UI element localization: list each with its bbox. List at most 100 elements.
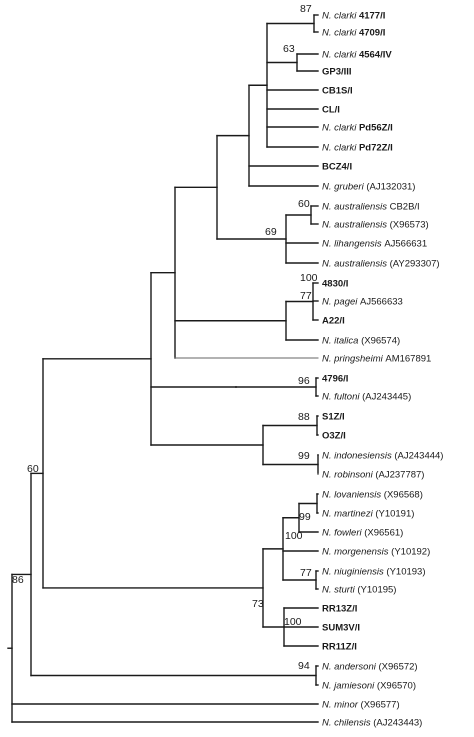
taxon-label-t4: GP3/III <box>322 67 352 78</box>
taxon-label-t36: N. jamiesoni (X96570) <box>322 681 416 692</box>
taxon-label-t37: N. minor (X96577) <box>322 700 400 711</box>
taxon-label-t12: N. australiensis (X96573) <box>322 220 429 231</box>
species-name: N. pagei <box>322 297 360 308</box>
taxon-label-t26: N. lovaniensis (X96568) <box>322 490 423 501</box>
taxon-label-t1: N. clarki 4177/I <box>322 11 385 22</box>
strain-or-accession: GP3/III <box>322 67 352 78</box>
strain-or-accession: (Y10191) <box>375 509 414 520</box>
strain-or-accession: (X96570) <box>377 681 416 692</box>
taxon-label-t30: N. niuginiensis (Y10193) <box>322 567 426 578</box>
bootstrap-value: 60 <box>27 463 39 475</box>
bootstrap-value: 77 <box>300 290 312 302</box>
taxon-label-t38: N. chilensis (AJ243443) <box>322 718 422 729</box>
strain-or-accession: AM167891 <box>385 354 431 365</box>
bootstrap-value: 99 <box>299 511 311 523</box>
taxon-label-t24: N. indonesiensis (AJ243444) <box>322 451 443 462</box>
strain-or-accession: Pd72Z/I <box>359 143 393 154</box>
species-name: N. morgenensis <box>322 547 391 558</box>
taxon-label-t6: CL/I <box>322 105 340 116</box>
strain-or-accession: (X96577) <box>361 700 400 711</box>
taxon-label-t31: N. sturti (Y10195) <box>322 585 396 596</box>
species-name: N. minor <box>322 700 361 711</box>
strain-or-accession: S1Z/I <box>322 412 345 423</box>
strain-or-accession: CB2B/I <box>390 202 420 213</box>
taxon-label-t9: BCZ4/I <box>322 162 352 173</box>
species-name: N. fultoni <box>322 392 362 403</box>
taxon-label-t28: N. fowleri (X96561) <box>322 528 403 539</box>
strain-or-accession: 4177/I <box>359 11 385 22</box>
taxon-label-t5: CB1S/I <box>322 86 353 97</box>
strain-or-accession: Pd56Z/I <box>359 123 393 134</box>
taxon-label-t27: N. martinezi (Y10191) <box>322 509 414 520</box>
taxon-label-t25: N. robinsoni (AJ237787) <box>322 470 424 481</box>
species-name: N. jamiesoni <box>322 681 377 692</box>
species-name: N. fowleri <box>322 528 364 539</box>
taxon-label-t2: N. clarki 4709/I <box>322 28 385 39</box>
strain-or-accession: 4709/I <box>359 28 385 39</box>
bootstrap-value: 86 <box>12 574 24 586</box>
strain-or-accession: (Y10192) <box>391 547 430 558</box>
taxon-label-t11: N. australiensis CB2B/I <box>322 202 420 213</box>
strain-or-accession: AJ566633 <box>360 297 403 308</box>
strain-or-accession: (AJ243445) <box>362 392 411 403</box>
tree-branches <box>7 14 319 723</box>
species-name: N. indonesiensis <box>322 451 394 462</box>
taxon-label-t10: N. gruberi (AJ132031) <box>322 182 415 193</box>
taxon-label-t20: 4796/I <box>322 374 348 385</box>
species-name: N. australiensis <box>322 259 390 270</box>
strain-or-accession: 4564/IV <box>359 50 392 61</box>
species-name: N. gruberi <box>322 182 366 193</box>
species-name: N. clarki <box>322 123 359 134</box>
bootstrap-value: 100 <box>300 272 318 284</box>
taxon-label-t33: SUM3V/I <box>322 623 360 634</box>
taxon-label-t21: N. fultoni (AJ243445) <box>322 392 411 403</box>
taxon-label-t34: RR11Z/I <box>322 642 357 653</box>
bootstrap-value: 96 <box>298 375 310 387</box>
strain-or-accession: CL/I <box>322 105 340 116</box>
taxon-label-t14: N. australiensis (AY293307) <box>322 259 440 270</box>
strain-or-accession: (X96572) <box>379 662 418 673</box>
strain-or-accession: RR13Z/I <box>322 604 357 615</box>
taxon-label-t19: N. pringsheimi AM167891 <box>322 354 431 365</box>
species-name: N. lihangensis <box>322 239 384 250</box>
strain-or-accession: (Y10195) <box>357 585 396 596</box>
strain-or-accession: 4830/I <box>322 279 348 290</box>
species-name: N. sturti <box>322 585 357 596</box>
strain-or-accession: (X96568) <box>384 490 423 501</box>
strain-or-accession: SUM3V/I <box>322 623 360 634</box>
species-name: N. martinezi <box>322 509 375 520</box>
strain-or-accession: (Y10193) <box>386 567 425 578</box>
species-name: N. chilensis <box>322 718 373 729</box>
strain-or-accession: A22/I <box>322 316 345 327</box>
taxon-label-t32: RR13Z/I <box>322 604 357 615</box>
taxon-label-t8: N. clarki Pd72Z/I <box>322 143 393 154</box>
taxon-label-t16: N. pagei AJ566633 <box>322 297 403 308</box>
taxon-label-t15: 4830/I <box>322 279 348 290</box>
bootstrap-value: 77 <box>300 567 312 579</box>
strain-or-accession: (AY293307) <box>390 259 440 270</box>
species-name: N. lovaniensis <box>322 490 384 501</box>
bootstrap-value: 88 <box>298 411 310 423</box>
strain-or-accession: (X96561) <box>364 528 403 539</box>
strain-or-accession: (AJ243443) <box>373 718 422 729</box>
species-name: N. clarki <box>322 28 359 39</box>
strain-or-accession: CB1S/I <box>322 86 353 97</box>
strain-or-accession: (AJ237787) <box>375 470 424 481</box>
bootstrap-value: 94 <box>298 660 310 672</box>
strain-or-accession: (AJ243444) <box>394 451 443 462</box>
strain-or-accession: AJ566631 <box>384 239 427 250</box>
taxon-label-t35: N. andersoni (X96572) <box>322 662 418 673</box>
taxon-label-t18: N. italica (X96574) <box>322 336 400 347</box>
strain-or-accession: RR11Z/I <box>322 642 357 653</box>
bootstrap-value: 99 <box>298 450 310 462</box>
taxon-label-t7: N. clarki Pd56Z/I <box>322 123 393 134</box>
strain-or-accession: BCZ4/I <box>322 162 352 173</box>
species-name: N. niuginiensis <box>322 567 386 578</box>
bootstrap-value: 73 <box>252 598 264 610</box>
species-name: N. italica <box>322 336 361 347</box>
species-name: N. pringsheimi <box>322 354 385 365</box>
bootstrap-value: 100 <box>284 616 302 628</box>
bootstrap-value: 87 <box>300 3 312 15</box>
